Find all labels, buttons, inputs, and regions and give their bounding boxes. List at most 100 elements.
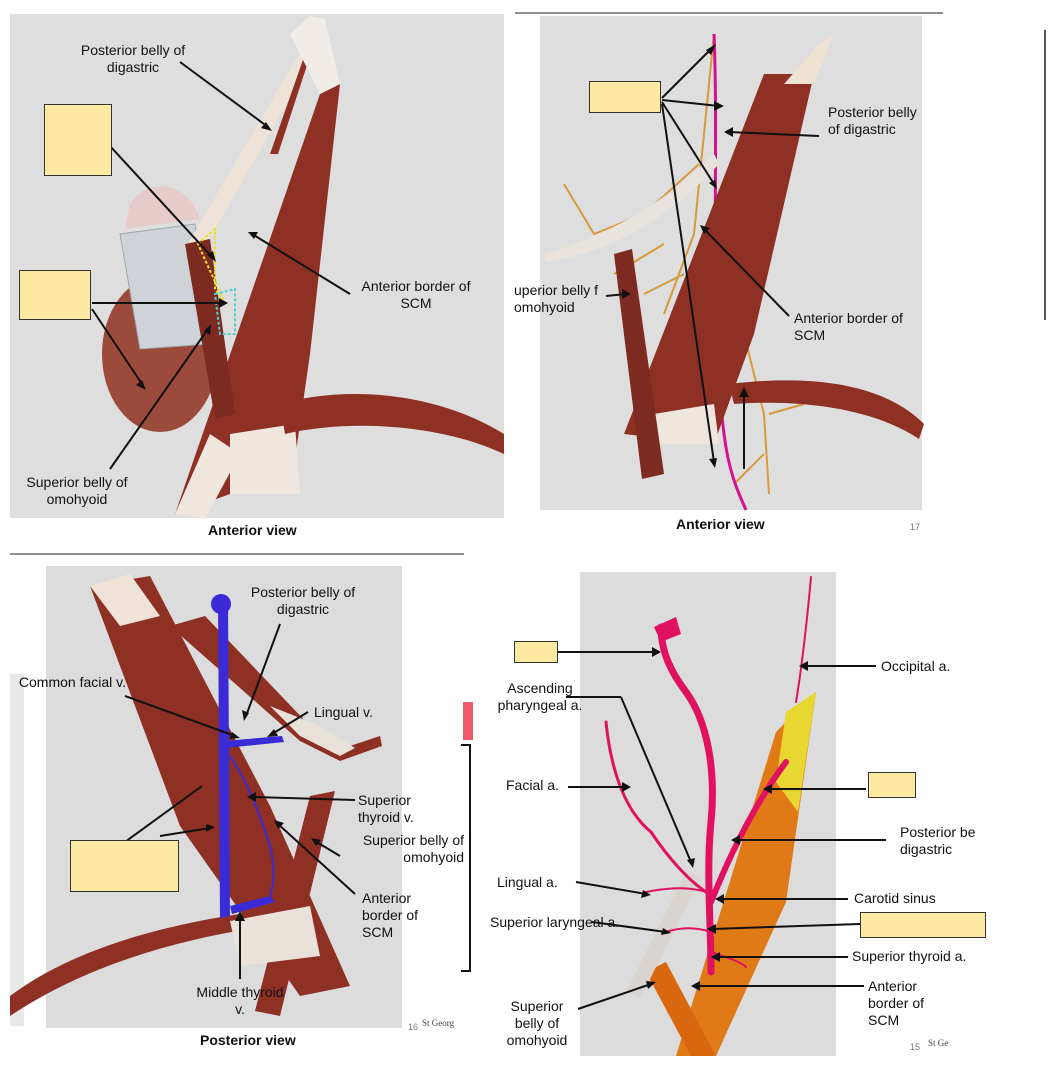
arrow-box-3 xyxy=(661,101,715,185)
panel-bottom-left: Posterior belly of digastric Common faci… xyxy=(10,556,466,1056)
arrowhead xyxy=(646,981,656,989)
arrowhead xyxy=(661,928,671,935)
arrow-posterior-belly xyxy=(728,131,820,137)
panel-top-right: Posterior belly of digastric uperior bel… xyxy=(514,14,944,540)
left-strip xyxy=(10,674,24,1026)
answer-box-2[interactable] xyxy=(19,270,91,320)
omohyoid-muscle xyxy=(614,249,664,479)
occipital-artery xyxy=(795,576,812,703)
label-common-facial: Common facial v. xyxy=(18,674,126,690)
vein-top xyxy=(211,594,231,614)
arrow-posterior-belly xyxy=(245,623,281,717)
scm-tendon-top xyxy=(784,34,834,84)
scm-tendon-sternal xyxy=(230,424,300,494)
logo-st-georges: St Ge xyxy=(928,1038,949,1048)
arrowhead xyxy=(799,661,808,671)
answer-box-6[interactable] xyxy=(868,772,916,798)
label-posterior-belly: Posterior be digastric xyxy=(900,824,976,857)
arrow-superior-laryngeal xyxy=(591,921,667,933)
red-tab xyxy=(463,702,473,740)
digastric-tendon xyxy=(270,706,355,756)
arrowhead xyxy=(709,458,717,468)
facial-artery xyxy=(604,720,708,894)
lingual-artery xyxy=(645,887,707,893)
arrowhead xyxy=(267,729,278,737)
label-lingual: Lingual v. xyxy=(314,704,373,720)
arrow-box2-thyroid xyxy=(91,308,143,385)
arrow-box-1 xyxy=(661,47,713,99)
superior-thyroid-artery xyxy=(710,951,747,968)
digastric-tendon xyxy=(544,154,719,262)
arrowhead xyxy=(274,820,284,829)
label-superior-belly: uperior belly f omohyoid xyxy=(514,282,599,315)
arrow-superior-belly xyxy=(314,840,341,857)
arrowhead xyxy=(724,127,733,137)
panel-top-right-illustration xyxy=(540,16,924,511)
arrowhead xyxy=(700,225,710,234)
divider-top-right xyxy=(515,12,943,14)
label-superior-belly: Superior belly of omohyoid xyxy=(362,832,464,865)
arrow-common-facial xyxy=(124,695,236,737)
answer-box-4[interactable] xyxy=(70,840,179,892)
label-posterior-belly: Posterior belly of digastric xyxy=(250,584,356,617)
arrowhead xyxy=(707,924,716,934)
arrowhead xyxy=(691,981,700,991)
panel-top-left: Posterior belly of digastric Anterior bo… xyxy=(10,14,504,544)
label-posterior-belly: Posterior belly of digastric xyxy=(80,42,186,75)
panel-bottom-left-illustration xyxy=(10,564,466,1044)
panel-bottom-right-illustration xyxy=(558,572,986,1056)
arrow-box-a xyxy=(124,785,203,843)
scm-tendon-bottom xyxy=(175,434,240,519)
caption-anterior-view: Anterior view xyxy=(676,516,765,532)
arrowhead xyxy=(261,122,272,131)
arrowhead xyxy=(715,894,724,904)
clavicle-muscle xyxy=(280,394,504,454)
superior-thyroid-vein xyxy=(229,755,275,902)
label-anterior-border: Anterior border of SCM xyxy=(361,278,471,311)
arrowhead xyxy=(731,835,740,845)
panel-bottom-right: Occipital a. Ascending pharyngeal a. Fac… xyxy=(486,572,986,1056)
arrow-anterior-border xyxy=(277,823,356,895)
label-posterior-belly: Posterior belly of digastric xyxy=(828,104,917,137)
bracket xyxy=(461,744,471,972)
arrow-posterior-belly xyxy=(179,61,269,128)
answer-box-7[interactable] xyxy=(860,912,986,938)
epiglottis xyxy=(125,186,200,229)
triangle-outline-yellow xyxy=(196,226,226,305)
arrow-superior-belly xyxy=(577,983,652,1010)
answer-box-3[interactable] xyxy=(589,81,661,113)
label-middle-thyroid: Middle thyroid v. xyxy=(196,984,284,1017)
label-carotid-sinus: Carotid sinus xyxy=(854,890,936,906)
digastric-yellow xyxy=(776,692,816,812)
logo-st-georges: St Georg xyxy=(422,1018,455,1028)
arrowhead xyxy=(247,792,256,802)
tendon-bottom xyxy=(230,906,320,966)
label-ascending-pharyngeal: Ascending pharyngeal a. xyxy=(497,680,583,713)
arrowhead xyxy=(206,824,215,832)
scm-tendon-top xyxy=(90,574,160,626)
arrow-box-right-2 xyxy=(711,923,861,930)
arrow-lingual xyxy=(575,881,647,895)
arrowhead xyxy=(235,911,245,921)
clavicle-muscle xyxy=(729,380,924,439)
arrowhead xyxy=(219,298,228,308)
digastric-muscle xyxy=(270,54,310,154)
arrow-anterior-border xyxy=(703,228,790,317)
label-occipital: Occipital a. xyxy=(881,658,951,674)
page-number: 15 xyxy=(910,1042,921,1052)
answer-box-1[interactable] xyxy=(44,104,112,176)
label-superior-belly: Superior belly of omohyoid xyxy=(506,998,568,1048)
artery-top xyxy=(654,617,681,642)
lingual-vein xyxy=(224,736,284,748)
arrowhead xyxy=(714,101,724,111)
arrowhead xyxy=(706,44,716,55)
caption-anterior-view: Anterior view xyxy=(208,522,297,538)
page-number: 17 xyxy=(910,522,921,532)
panel-top-left-illustration xyxy=(10,14,504,519)
arrowhead xyxy=(709,180,717,189)
scm-tendon-bottom xyxy=(654,404,719,444)
triangle-outline-teal xyxy=(213,287,236,335)
arrow-lingual xyxy=(271,711,309,735)
label-superior-laryngeal: Superior laryngeal a. xyxy=(490,914,620,930)
answer-box-5[interactable] xyxy=(514,641,558,663)
